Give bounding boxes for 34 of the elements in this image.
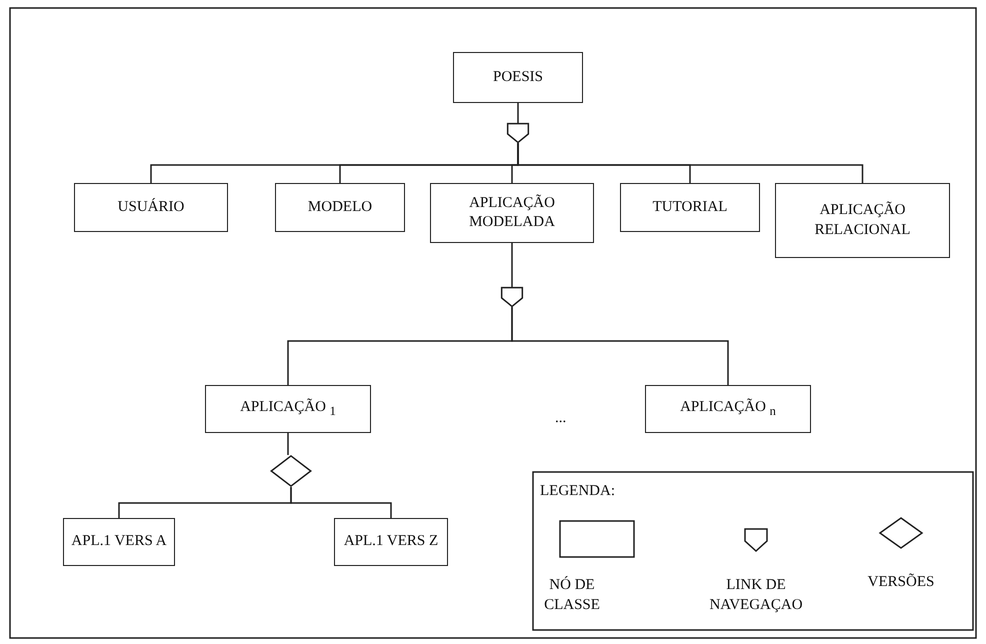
node-label: APLICAÇÃO $_{n}$ [680,398,776,420]
node-label: APL.1 VERS A [71,532,167,552]
class-node-box [275,183,405,232]
class-node-box [334,518,448,566]
class-node-box [74,183,228,232]
class-node-box [205,385,371,433]
node-label: POESIS [492,68,544,87]
ellipsis: ... [555,410,566,427]
class-node-box [63,518,175,566]
connector-line [517,143,864,183]
node-label: USUÁRIO [118,198,184,217]
class-node-box [645,385,811,433]
node-label: APLICAÇÃO RELACIONAL [814,201,912,240]
node-label: APLICAÇÃO MODELADA [468,194,556,232]
class-node-box [620,183,760,232]
class-node-box [453,52,583,103]
connector-line [287,433,289,455]
connector-line [290,487,392,518]
legend-label: LINK DE NAVEGAÇAO [708,576,804,614]
connector-line [511,243,513,287]
navigation-link-symbol [501,287,523,307]
navigation-link-symbol [507,123,529,143]
legend-label: VERSÕES [866,573,936,592]
version-diamond [270,455,312,487]
connector-line [511,307,729,385]
connector-line [517,103,519,123]
node-label: APLICAÇÃO $_{1}$ [240,398,336,420]
legend-label: NÓ DE CLASSE [543,576,601,614]
class-node-box [430,183,594,243]
node-label: TUTORIAL [652,198,728,217]
node-label: MODELO [308,198,372,217]
legend-title: LEGENDA: [540,483,615,500]
class-node-box [775,183,950,258]
node-label: APL.1 VERS Z [344,532,438,552]
